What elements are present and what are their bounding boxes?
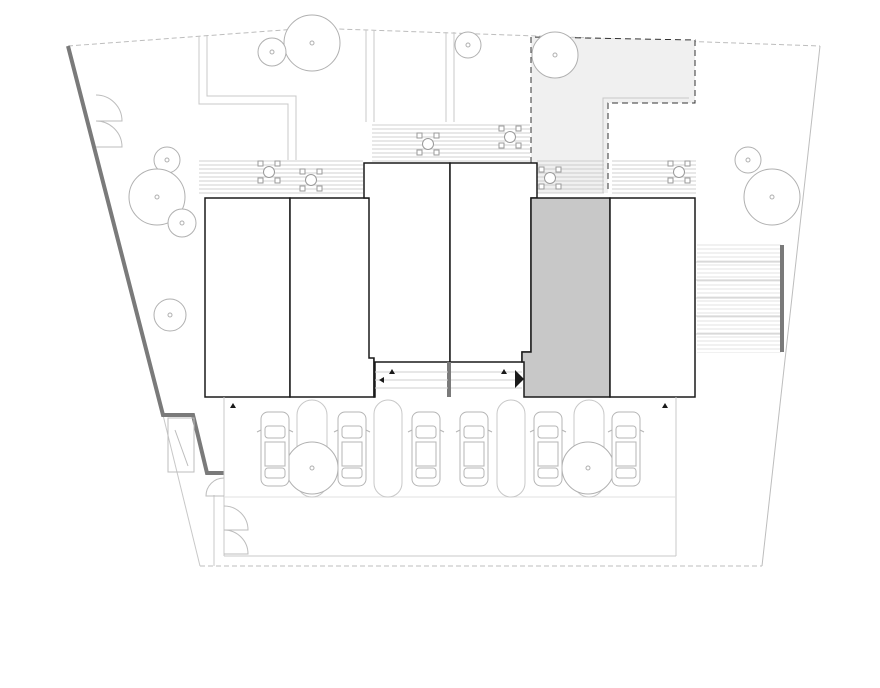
entry-arrows (230, 369, 668, 408)
garden-dividers (198, 30, 689, 193)
entry-steps (375, 261, 780, 389)
boundary-wall (66, 45, 224, 475)
unit-5 (521, 197, 611, 398)
unit-4 (449, 162, 538, 363)
unit-2 (289, 197, 375, 398)
unit-1 (204, 197, 291, 398)
entrance-gate (95, 94, 249, 555)
unit-6 (609, 197, 696, 398)
trees (128, 14, 801, 332)
unit-3 (363, 162, 451, 398)
parking-area (213, 397, 677, 566)
parking-trees (285, 441, 615, 495)
highlighted-garden-outline (530, 36, 696, 193)
highlighted-garden (531, 37, 695, 193)
building-units (204, 162, 696, 398)
entry-walls (447, 245, 784, 397)
